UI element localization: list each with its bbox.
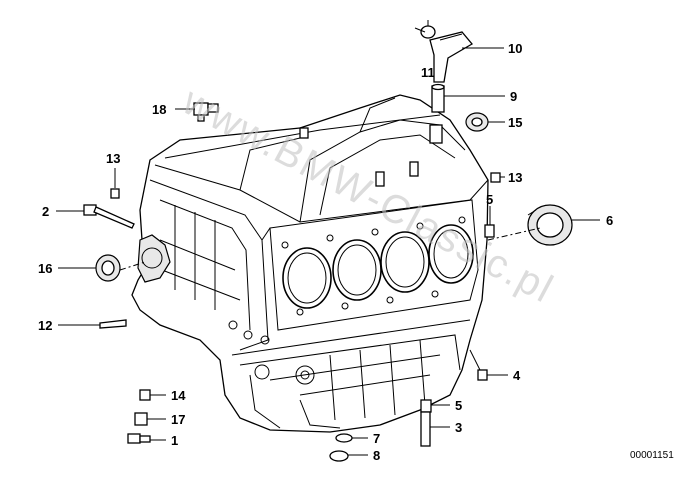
part-8-sealing-ring — [329, 450, 349, 462]
callout-15: 15 — [508, 115, 522, 130]
callout-5-lower: 5 — [455, 398, 462, 413]
callout-2: 2 — [42, 204, 49, 219]
callout-4: 4 — [513, 368, 521, 383]
part-11-hose-clamp — [414, 20, 436, 39]
callout-12: 12 — [38, 318, 52, 333]
seal16-centerline — [119, 261, 146, 271]
callout-5-upper: 5 — [486, 192, 493, 207]
cylinder-bores — [282, 224, 474, 309]
leader-lines — [56, 47, 600, 456]
callout-18: 18 — [152, 102, 166, 117]
callout-3: 3 — [455, 420, 462, 435]
callout-11: 11 — [421, 65, 435, 80]
part-17-screw — [134, 412, 148, 426]
callout-10: 10 — [508, 41, 522, 56]
part-6-shaft-seal — [527, 204, 573, 246]
part-13-plug-right — [490, 172, 501, 183]
part-5-dowel-lower — [420, 399, 432, 413]
callout-1: 1 — [171, 433, 178, 448]
part-4-screw — [469, 349, 488, 381]
callout-17: 17 — [171, 412, 185, 427]
part-3-bolt — [420, 411, 431, 447]
part-10-elbow-hose — [429, 31, 473, 83]
callout-13-left: 13 — [106, 151, 120, 166]
callout-6: 6 — [606, 213, 613, 228]
callout-13-right: 13 — [508, 170, 522, 185]
callout-8: 8 — [373, 448, 380, 463]
callout-16: 16 — [38, 261, 52, 276]
callout-9: 9 — [510, 89, 517, 104]
callout-numbers: 10 11 9 15 18 13 13 2 5 6 16 12 4 5 3 7 … — [38, 41, 613, 463]
part-2-bolt — [83, 204, 135, 229]
engine-block — [131, 94, 489, 433]
callout-7: 7 — [373, 431, 380, 446]
seal-centerline — [487, 227, 541, 241]
callout-14: 14 — [171, 388, 186, 403]
part-1-screw — [127, 433, 151, 444]
part-12-stud — [99, 319, 127, 329]
part-14-plug — [139, 389, 151, 401]
part-15-bushing — [465, 112, 489, 132]
part-13-plug-left — [110, 188, 120, 199]
part-7-washer — [335, 433, 353, 443]
part-9-sleeve — [431, 83, 445, 113]
part-16-seal-ring — [95, 254, 121, 282]
diagram-id-label: 00001151 — [630, 450, 674, 461]
